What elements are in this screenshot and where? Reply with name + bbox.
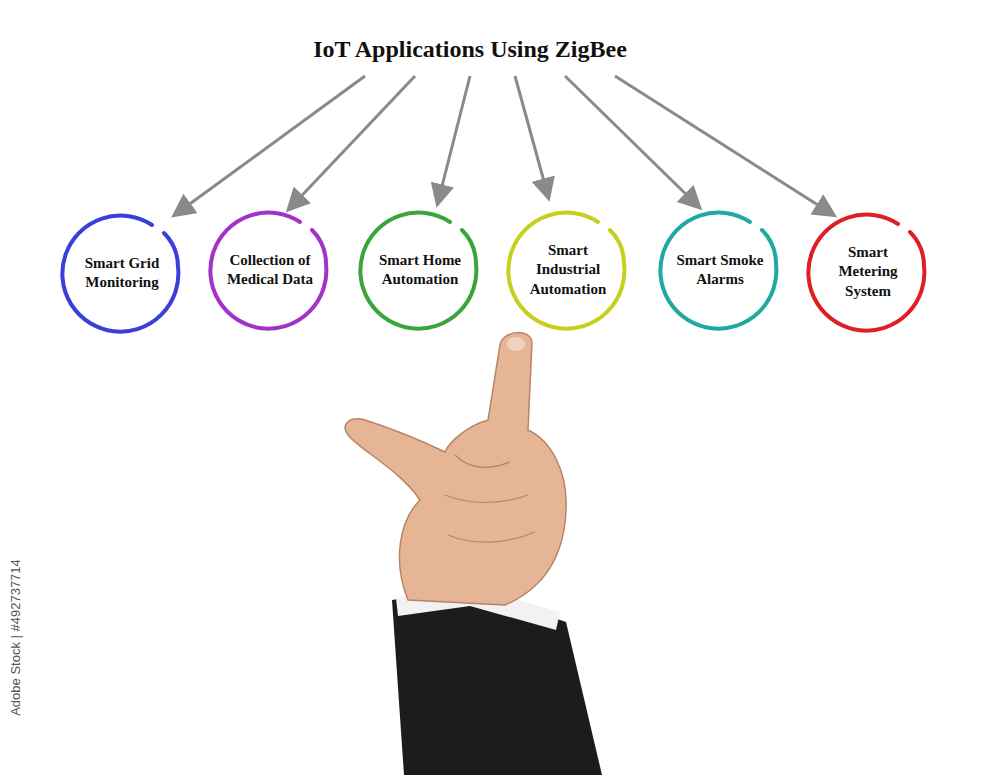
application-circle: Smart Industrial Automation: [506, 208, 630, 332]
application-circle: Smart Grid Monitoring: [60, 211, 184, 335]
title-arrows: [176, 76, 832, 214]
application-label: Smart Grid Monitoring: [75, 254, 169, 293]
application-label: Collection of Medical Data: [223, 251, 317, 290]
application-label: Smart Metering System: [821, 243, 915, 302]
circle-outline: [658, 208, 782, 332]
circle-outline: [358, 208, 482, 332]
application-label: Smart Smoke Alarms: [673, 251, 767, 290]
circle-outline: [60, 211, 184, 335]
application-circle: Collection of Medical Data: [208, 208, 332, 332]
watermark: Adobe Stock | #492737714: [8, 548, 23, 728]
application-circle: Smart Metering System: [806, 210, 930, 334]
application-label: Smart Industrial Automation: [521, 241, 615, 300]
application-circle: Smart Home Automation: [358, 208, 482, 332]
application-circle: Smart Smoke Alarms: [658, 208, 782, 332]
application-label: Smart Home Automation: [373, 251, 467, 290]
diagram-title: IoT Applications Using ZigBee: [170, 36, 770, 63]
circle-outline: [208, 208, 332, 332]
pointing-hand: [345, 333, 602, 775]
